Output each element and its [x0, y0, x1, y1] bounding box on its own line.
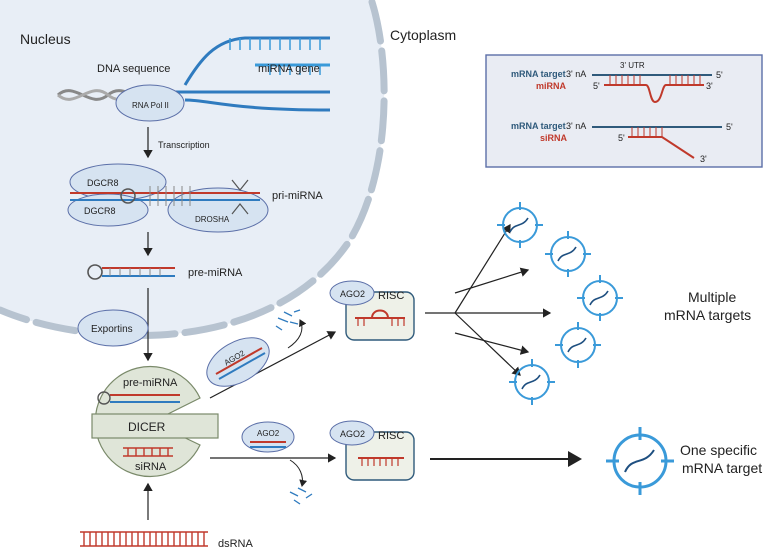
- rna-pol-ii-protein: [115, 84, 185, 122]
- nucleus-label: Nucleus: [20, 31, 71, 47]
- dicer-label: DICER: [128, 420, 166, 434]
- nuclear-membrane: [0, 0, 388, 339]
- cytoplasm-label: Cytoplasm: [390, 27, 456, 43]
- inset-3utr-label: 3' UTR: [620, 61, 645, 70]
- risc-lower-label: RISC: [378, 430, 404, 442]
- risc-lower-ago2-label: AGO2: [340, 429, 365, 439]
- one-target-line1: One specific: [680, 442, 757, 458]
- multiple-targets-line2: mRNA targets: [664, 307, 751, 323]
- dicer-sirna-label: siRNA: [135, 461, 167, 473]
- dgcr8-bottom-label: DGCR8: [84, 206, 116, 216]
- risc-sirna-complex: [329, 420, 415, 481]
- dna-sequence-label: DNA sequence: [97, 63, 170, 75]
- dna-helix: [57, 36, 331, 112]
- ago2-lower-label: AGO2: [257, 429, 280, 438]
- pre-mirna-label: pre-miRNA: [188, 267, 243, 279]
- dsrna-label: dsRNA: [218, 538, 254, 550]
- pri-mirna-complex: [67, 163, 269, 233]
- ago2-mirna-complex: [206, 337, 270, 387]
- inset-mirna-label: miRNA: [536, 81, 567, 91]
- risc-upper-label: RISC: [378, 290, 404, 302]
- ago2-sirna-protein: [241, 421, 295, 453]
- inset-sirna-label: siRNA: [540, 133, 568, 143]
- dicer-sirna-duplex: [123, 447, 173, 457]
- sirna-release-arrow: [289, 459, 308, 487]
- risc-upper-ago2-label: AGO2: [340, 289, 365, 299]
- inset-mirna-target-label: mRNA target: [511, 69, 566, 79]
- exportins-protein: [77, 309, 149, 347]
- inset-3na-bottom: 3' nA: [566, 121, 586, 131]
- mirna-loading-arrow: [209, 331, 337, 399]
- comparison-inset-panel: [485, 54, 763, 168]
- inset-5-mirna: 5': [593, 81, 600, 91]
- single-target-icon: [606, 427, 674, 495]
- exportins-label: Exportins: [91, 324, 133, 335]
- mrna-target-icons: [497, 202, 623, 405]
- transcription-label: Transcription: [158, 140, 210, 150]
- target-icon-5: [509, 359, 555, 405]
- multiple-target-arrows: [425, 223, 552, 376]
- one-target-line2: mRNA target: [682, 460, 762, 476]
- target-icon-1: [497, 202, 543, 248]
- multiple-targets-line1: Multiple: [688, 289, 736, 305]
- target-icon-3: [577, 275, 623, 321]
- inset-3-mirna: 3': [706, 81, 713, 91]
- rna-pol-ii-label: RNA Pol II: [132, 101, 169, 110]
- passenger-strand-release-arrow: [287, 319, 307, 349]
- nucleus-region: [0, 0, 385, 336]
- dgcr8-top-label: DGCR8: [87, 178, 119, 188]
- mirna-gene-label: miRNA gene: [258, 63, 320, 75]
- inset-sirna-target-label: mRNA target: [511, 121, 566, 131]
- degraded-passenger-strand-lower: [289, 487, 313, 505]
- target-icon-2: [545, 231, 591, 277]
- inset-3na-top: 3' nA: [566, 69, 586, 79]
- drosha-label: DROSHA: [195, 215, 230, 224]
- dicer-pre-mirna-label: pre-miRNA: [123, 377, 178, 389]
- pre-mirna-hairpin: [87, 264, 175, 280]
- dicer-enzyme: [91, 365, 219, 478]
- inset-5-top: 5': [716, 70, 723, 80]
- pri-mirna-label: pri-miRNA: [272, 190, 323, 202]
- target-icon-4: [555, 322, 601, 368]
- risc-mirna-complex: [329, 280, 415, 341]
- inset-5-bottom: 5': [726, 122, 733, 132]
- inset-5-sirna: 5': [618, 133, 625, 143]
- degraded-passenger-strand-upper: [275, 309, 301, 331]
- inset-3-sirna: 3': [700, 154, 707, 164]
- dsrna-duplex: [80, 531, 208, 547]
